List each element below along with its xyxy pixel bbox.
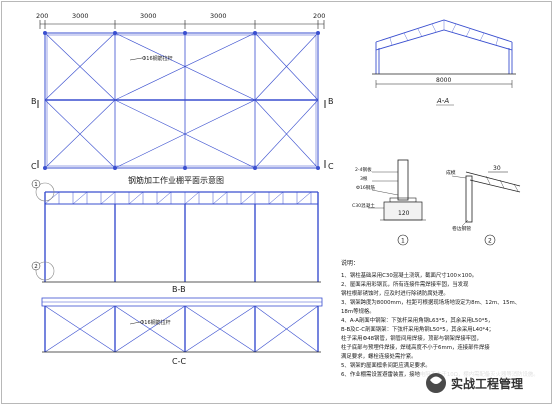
note-line-1: 2、屋面采用彩钢瓦，所有连接件需焊接牢固，当发现 <box>341 280 469 288</box>
cc-brace-leader <box>129 321 141 325</box>
bb-callout-2: 2 <box>34 264 38 270</box>
plan-view: 200 3000 3000 3000 200 Ф <box>31 12 334 185</box>
plan-mark-c-right: C <box>328 162 334 171</box>
note-line-0: 1、钢柱基础采用C30混凝土浇筑，截面尺寸100×100。 <box>341 271 477 279</box>
d2-label-0: 成模 <box>446 169 456 176</box>
note-line-5: 4、A-A剖面中钢架：下弦杆采用角钢L63*5，其余采用L50*5， <box>341 316 493 324</box>
d2-number-circle <box>484 234 496 246</box>
aa-title: A-A <box>436 97 449 105</box>
section-aa: 8000 A-A <box>372 19 516 106</box>
watermark-bg <box>420 368 548 400</box>
section-cc: Ф16钢筋拉杆 C-C <box>41 297 323 366</box>
plan-mark-c-left: C <box>31 162 37 171</box>
plan-dim-2: 3000 <box>140 12 157 20</box>
note-line-6: B-B及C-C剖面钢架：下弦杆采用角钢L50*5，其余采用L40*4； <box>341 325 494 333</box>
plan-mark-b-right: B <box>328 97 334 106</box>
plan-dim-ticks <box>39 20 325 29</box>
note-line-2: 钢柱根部锈蚀时，应及时进行除锈防腐处理。 <box>341 289 449 297</box>
bb-callout-bubble-1 <box>31 179 41 189</box>
d2-leader-0 <box>451 175 467 179</box>
d1-label-0: 2-4钢板 <box>355 166 372 173</box>
cc-title: C-C <box>172 357 186 366</box>
bb-title: B-B <box>172 285 186 294</box>
d2-web <box>485 175 519 192</box>
notes: 说明： 1、钢柱基础采用C30混凝土浇筑，截面尺寸100×100。 2、屋面采用… <box>341 259 539 378</box>
cc-columns <box>44 306 319 352</box>
bb-callout-circle-1 <box>35 182 55 202</box>
d1-label-3: C30混凝土 <box>352 202 375 209</box>
plan-brace-label: Ф16钢筋拉杆 <box>142 55 173 62</box>
d1-number: 1 <box>401 237 405 244</box>
bb-callout-circle-2 <box>35 261 55 281</box>
watermark-logo-glyph <box>430 376 442 384</box>
plan-dim-1: 3000 <box>72 12 89 20</box>
plan-dim-0: 200 <box>36 12 48 20</box>
plan-bay-lines <box>45 33 318 168</box>
note-line-7: 柱子采用Ф48钢管，钢管间用焊接，顶部与钢架焊接牢固， <box>341 334 482 342</box>
notes-title: 说明： <box>341 259 359 267</box>
bb-callout-1: 1 <box>34 182 38 188</box>
cc-brace-label: Ф16钢筋拉杆 <box>140 319 171 326</box>
d1-leaders <box>368 171 399 209</box>
d2-lower-chord <box>469 179 521 193</box>
section-bb: 1 2 B-B <box>31 179 321 294</box>
note-line-4: 18m等规格。 <box>341 307 375 315</box>
d1-number-circle <box>397 234 409 246</box>
plan-title: 钢筋加工作业棚平面示意图 <box>128 175 224 185</box>
bb-truss-web <box>44 191 319 205</box>
d1-label-1: 3根 <box>360 175 368 182</box>
plan-bracing <box>44 32 319 169</box>
note-line-8: 柱子底部与预埋件焊接，焊缝高度不小于6mm，连接部件焊接 <box>341 343 490 351</box>
d2-number: 2 <box>488 237 492 244</box>
plan-columns <box>43 31 320 170</box>
watermark: 实战工程管理 <box>420 368 548 400</box>
d2-dim: 30 <box>493 165 501 172</box>
plan-dim-3: 3000 <box>210 12 227 20</box>
detail-1: 2-4钢板 3根 Ф16钢筋 C30混凝土 120 1 <box>352 159 426 246</box>
d2-leader-1 <box>461 219 469 227</box>
aa-span: 8000 <box>436 77 451 84</box>
bb-columns <box>44 192 319 282</box>
aa-truss-web <box>389 20 499 46</box>
note-line-9: 满足要求，螺栓连接处需拧紧。 <box>341 352 416 360</box>
note-line-10: 5、钢架的屋面檩条间距应满足要求。 <box>341 361 431 369</box>
watermark-text: 实战工程管理 <box>451 376 523 391</box>
detail-2: 30 成模 卷边钢管 2 <box>446 165 521 246</box>
d1-label-2: Ф16钢筋 <box>356 184 375 191</box>
d2-roof-chord <box>465 171 521 187</box>
plan-section-marks <box>37 100 326 168</box>
d1-dim: 120 <box>398 210 410 217</box>
cc-bracing <box>44 305 319 353</box>
plan-brace-leader <box>129 57 143 61</box>
d2-label-1: 卷边钢管 <box>452 225 471 232</box>
d1-column <box>397 159 409 201</box>
plan-mark-b-left: B <box>31 97 37 106</box>
plan-dim-4: 200 <box>313 12 325 20</box>
d2-column <box>465 175 473 223</box>
note-line-3: 3、钢架跨度为8000mm，柱距可根据现场场地设定为8m、12m、15m、 <box>341 298 520 306</box>
bb-callout-bubble-2 <box>31 261 41 271</box>
